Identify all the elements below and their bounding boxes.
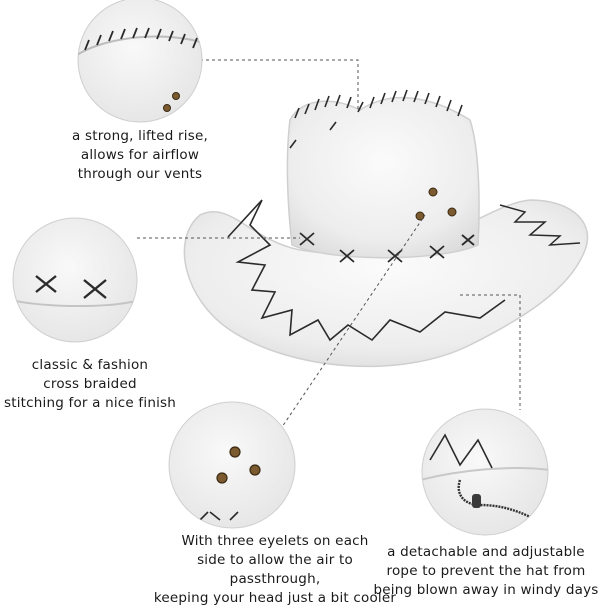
brim-zigzag-stitching-right	[499, 204, 581, 246]
leader-lines	[137, 59, 521, 431]
hat-crown	[286, 96, 480, 259]
detail-circle-rope	[421, 408, 549, 536]
cross-stitch-detail	[35, 275, 107, 299]
detail-circle-vents	[77, 0, 203, 123]
caption-rope: a detachable and adjustable rope to prev…	[373, 544, 599, 598]
caption-vents: a strong, lifted rise, allows for airflo…	[72, 128, 208, 182]
eyelet-icon	[249, 464, 261, 476]
chin-rope	[457, 479, 546, 527]
hatband-cross-stitching	[299, 232, 475, 263]
cowboy-hat	[183, 89, 589, 368]
eyelet-icon	[229, 446, 241, 458]
caption-stitching: classic & fashion cross braided stitchin…	[3, 357, 177, 411]
crown-whip-stitching	[289, 89, 463, 149]
detail-circle-eyelets	[168, 401, 296, 529]
caption-eyelets: With three eyelets on each side to allow…	[153, 533, 397, 606]
eyelet-icon	[216, 472, 228, 484]
detail-circle-stitching	[12, 217, 138, 343]
rope-toggle	[472, 494, 481, 508]
crown-eyelets	[415, 187, 457, 221]
vents-whip-stitching	[84, 27, 198, 51]
brim-zigzag-stitching	[227, 199, 506, 342]
